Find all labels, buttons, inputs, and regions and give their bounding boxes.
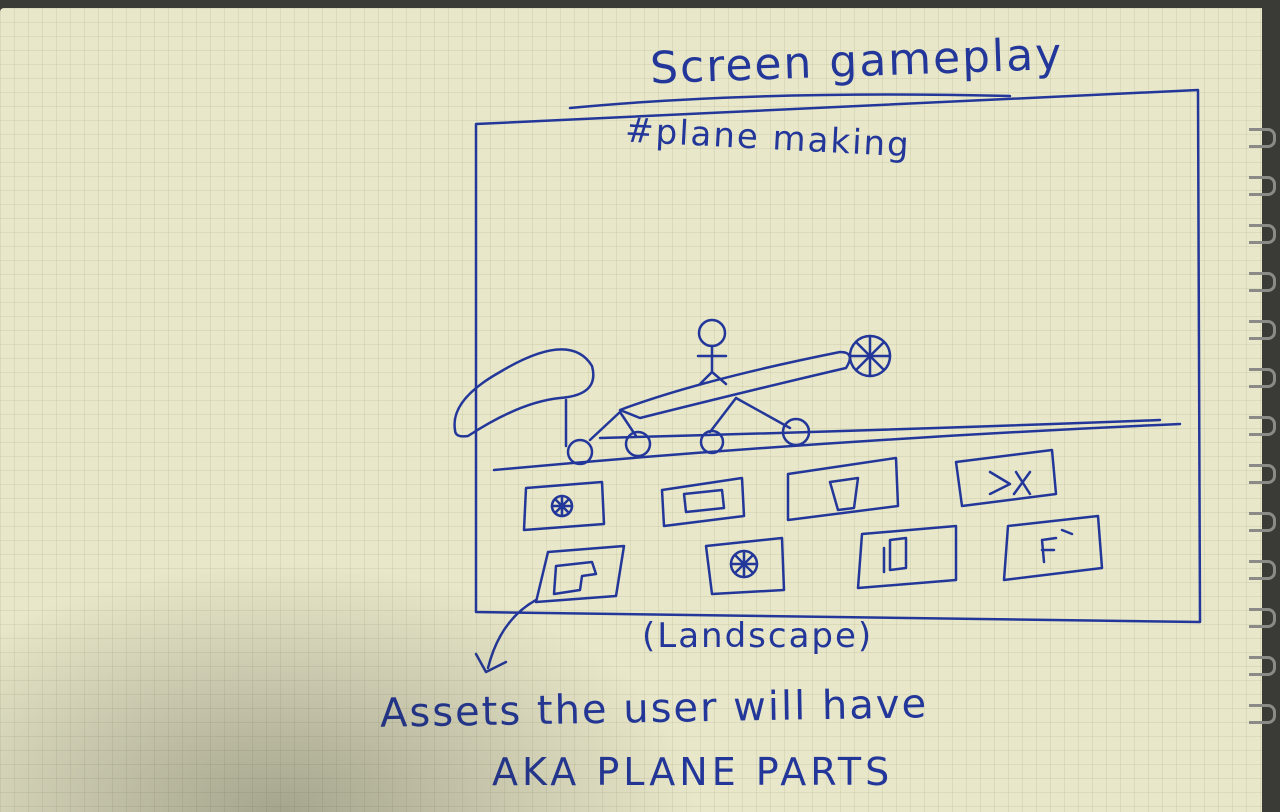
plane-assembly [453, 318, 892, 466]
part-slot-wing [534, 544, 626, 604]
annotation-arrow [474, 598, 538, 674]
workspace-line [598, 418, 1162, 440]
title-underline [568, 93, 1012, 110]
part-slot-wheel [522, 480, 606, 532]
notebook-page [0, 8, 1262, 812]
wheel-1 [566, 438, 594, 466]
wing [618, 350, 852, 420]
part-slot-panel [786, 456, 900, 522]
assets-note-line2: AKA PLANE PARTS [492, 750, 894, 794]
landing-gear [708, 396, 792, 434]
part-slot-propeller [954, 448, 1058, 508]
pilot-head [697, 318, 727, 348]
orientation-caption: (Landscape) [642, 616, 874, 656]
screen-frame [474, 88, 1202, 624]
pilot-body [696, 344, 728, 386]
wheel-3 [699, 429, 725, 455]
assets-note-line1: Assets the user will have [379, 681, 929, 737]
tail-fin [453, 348, 595, 438]
part-slot-wheel-2 [704, 536, 786, 596]
spiral-binding [1249, 120, 1280, 760]
propeller [848, 334, 892, 378]
part-slot-fuselage [660, 476, 746, 528]
wheel-4 [781, 417, 811, 447]
part-slot-tail [1002, 514, 1104, 582]
part-slot-door [856, 524, 958, 590]
wheel-2 [624, 430, 652, 458]
